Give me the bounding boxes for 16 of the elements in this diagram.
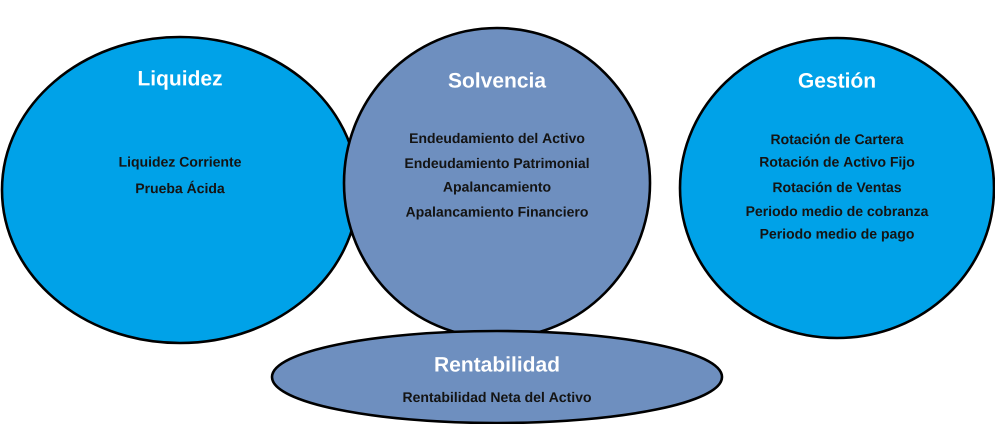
item-text: Apalancamiento	[443, 181, 551, 195]
item-text: Rotación de Activo Fijo	[760, 156, 914, 170]
item-text: Periodo medio de cobranza	[746, 206, 928, 216]
item-text: Periodo medio de pago	[760, 228, 914, 242]
item-text: Endeudamiento Patrimonial	[405, 158, 589, 168]
heading: Rentabilidad	[435, 356, 559, 372]
item-text: Rotación de Ventas	[773, 182, 902, 192]
heading: Gestión	[798, 72, 875, 88]
item-text: Rentabilidad Neta del Activo	[403, 392, 591, 402]
item-text: Prueba Ácida	[136, 180, 225, 194]
heading: Solvencia	[448, 72, 546, 88]
heading: Liquidez	[138, 70, 222, 90]
item-text: Apalancamiento Financiero	[406, 206, 588, 220]
item-text: Rotación de Cartera	[771, 134, 904, 144]
item-text: Endeudamiento del Activo	[410, 132, 584, 144]
item-text: Liquidez Corriente	[120, 156, 241, 170]
